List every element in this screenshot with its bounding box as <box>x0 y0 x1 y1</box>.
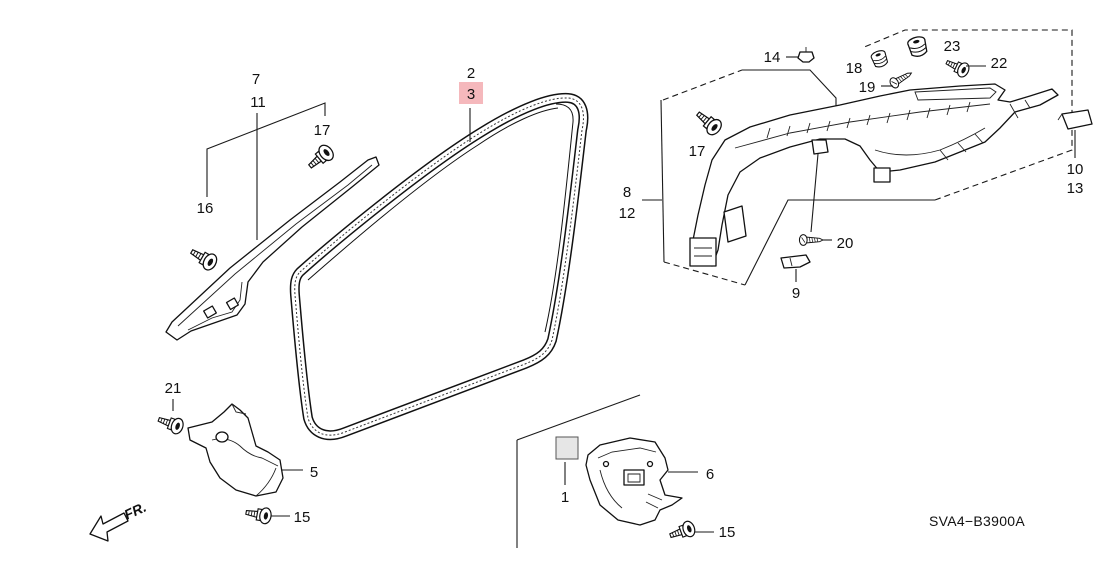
callout-6: 6 <box>706 466 714 483</box>
callout-16: 16 <box>197 200 214 217</box>
rear-pillar-trim <box>689 83 1059 267</box>
group-boundary-right <box>861 29 1073 201</box>
front-direction-arrow: FR. <box>89 499 149 542</box>
callout-23: 23 <box>944 38 961 55</box>
clip-22-icon <box>943 54 972 80</box>
grommet-18-icon <box>869 48 890 70</box>
group-boundary-left-top <box>662 69 743 101</box>
callout-2: 2 <box>467 65 475 82</box>
front-pillar-garnish <box>165 156 380 341</box>
callout-15-right: 15 <box>719 524 736 541</box>
callout-5: 5 <box>310 464 318 481</box>
callout-9: 9 <box>792 285 800 302</box>
clip-14-icon <box>797 47 815 63</box>
clip-17-right-icon <box>691 106 725 139</box>
callout-8: 8 <box>623 184 631 201</box>
clip-21-icon <box>155 411 186 437</box>
bracket-9-icon <box>780 254 811 269</box>
callout-11: 11 <box>250 94 266 111</box>
callout-17-right: 17 <box>689 143 706 160</box>
callout-3: 3 <box>467 86 475 103</box>
front-side-kick-panel <box>585 437 683 526</box>
callout-13: 13 <box>1067 180 1084 197</box>
clip-15-left-icon <box>244 503 273 526</box>
callout-14: 14 <box>764 49 781 66</box>
grommet-23-icon <box>906 34 930 59</box>
callout-1: 1 <box>561 489 569 506</box>
group-boundary-left <box>660 99 665 263</box>
leader-14 <box>742 69 837 110</box>
clip-17-left-icon <box>303 141 337 174</box>
label-tag-1-icon <box>555 436 579 460</box>
cover-10-13-icon <box>1057 109 1093 130</box>
callout-21: 21 <box>165 380 182 397</box>
callout-10: 10 <box>1067 161 1084 178</box>
group-boundary-bottom-left <box>663 261 746 286</box>
group-boundary-bottom <box>744 199 935 286</box>
highlight-part-3 <box>459 82 483 104</box>
callout-20: 20 <box>837 235 854 252</box>
front-pillar-lower-garnish <box>187 403 284 497</box>
callout-22: 22 <box>991 55 1008 72</box>
clip-15-right-icon <box>667 518 698 544</box>
callout-18: 18 <box>846 60 863 77</box>
door-opening-weatherstrip <box>289 92 589 441</box>
screw-20-icon <box>798 234 824 246</box>
leader-20-mount <box>810 153 819 233</box>
callout-12: 12 <box>619 205 636 222</box>
inset-boundary-top <box>516 394 641 441</box>
callout-15-left: 15 <box>294 509 311 526</box>
bracket-16-17 <box>206 102 326 197</box>
clip-16-icon <box>186 243 221 274</box>
direction-label: FR. <box>122 499 149 523</box>
diagram-code: SVA4−B3900A <box>929 513 1025 529</box>
callout-7: 7 <box>252 71 260 88</box>
callout-17-left: 17 <box>314 122 331 139</box>
callout-19: 19 <box>859 79 876 96</box>
